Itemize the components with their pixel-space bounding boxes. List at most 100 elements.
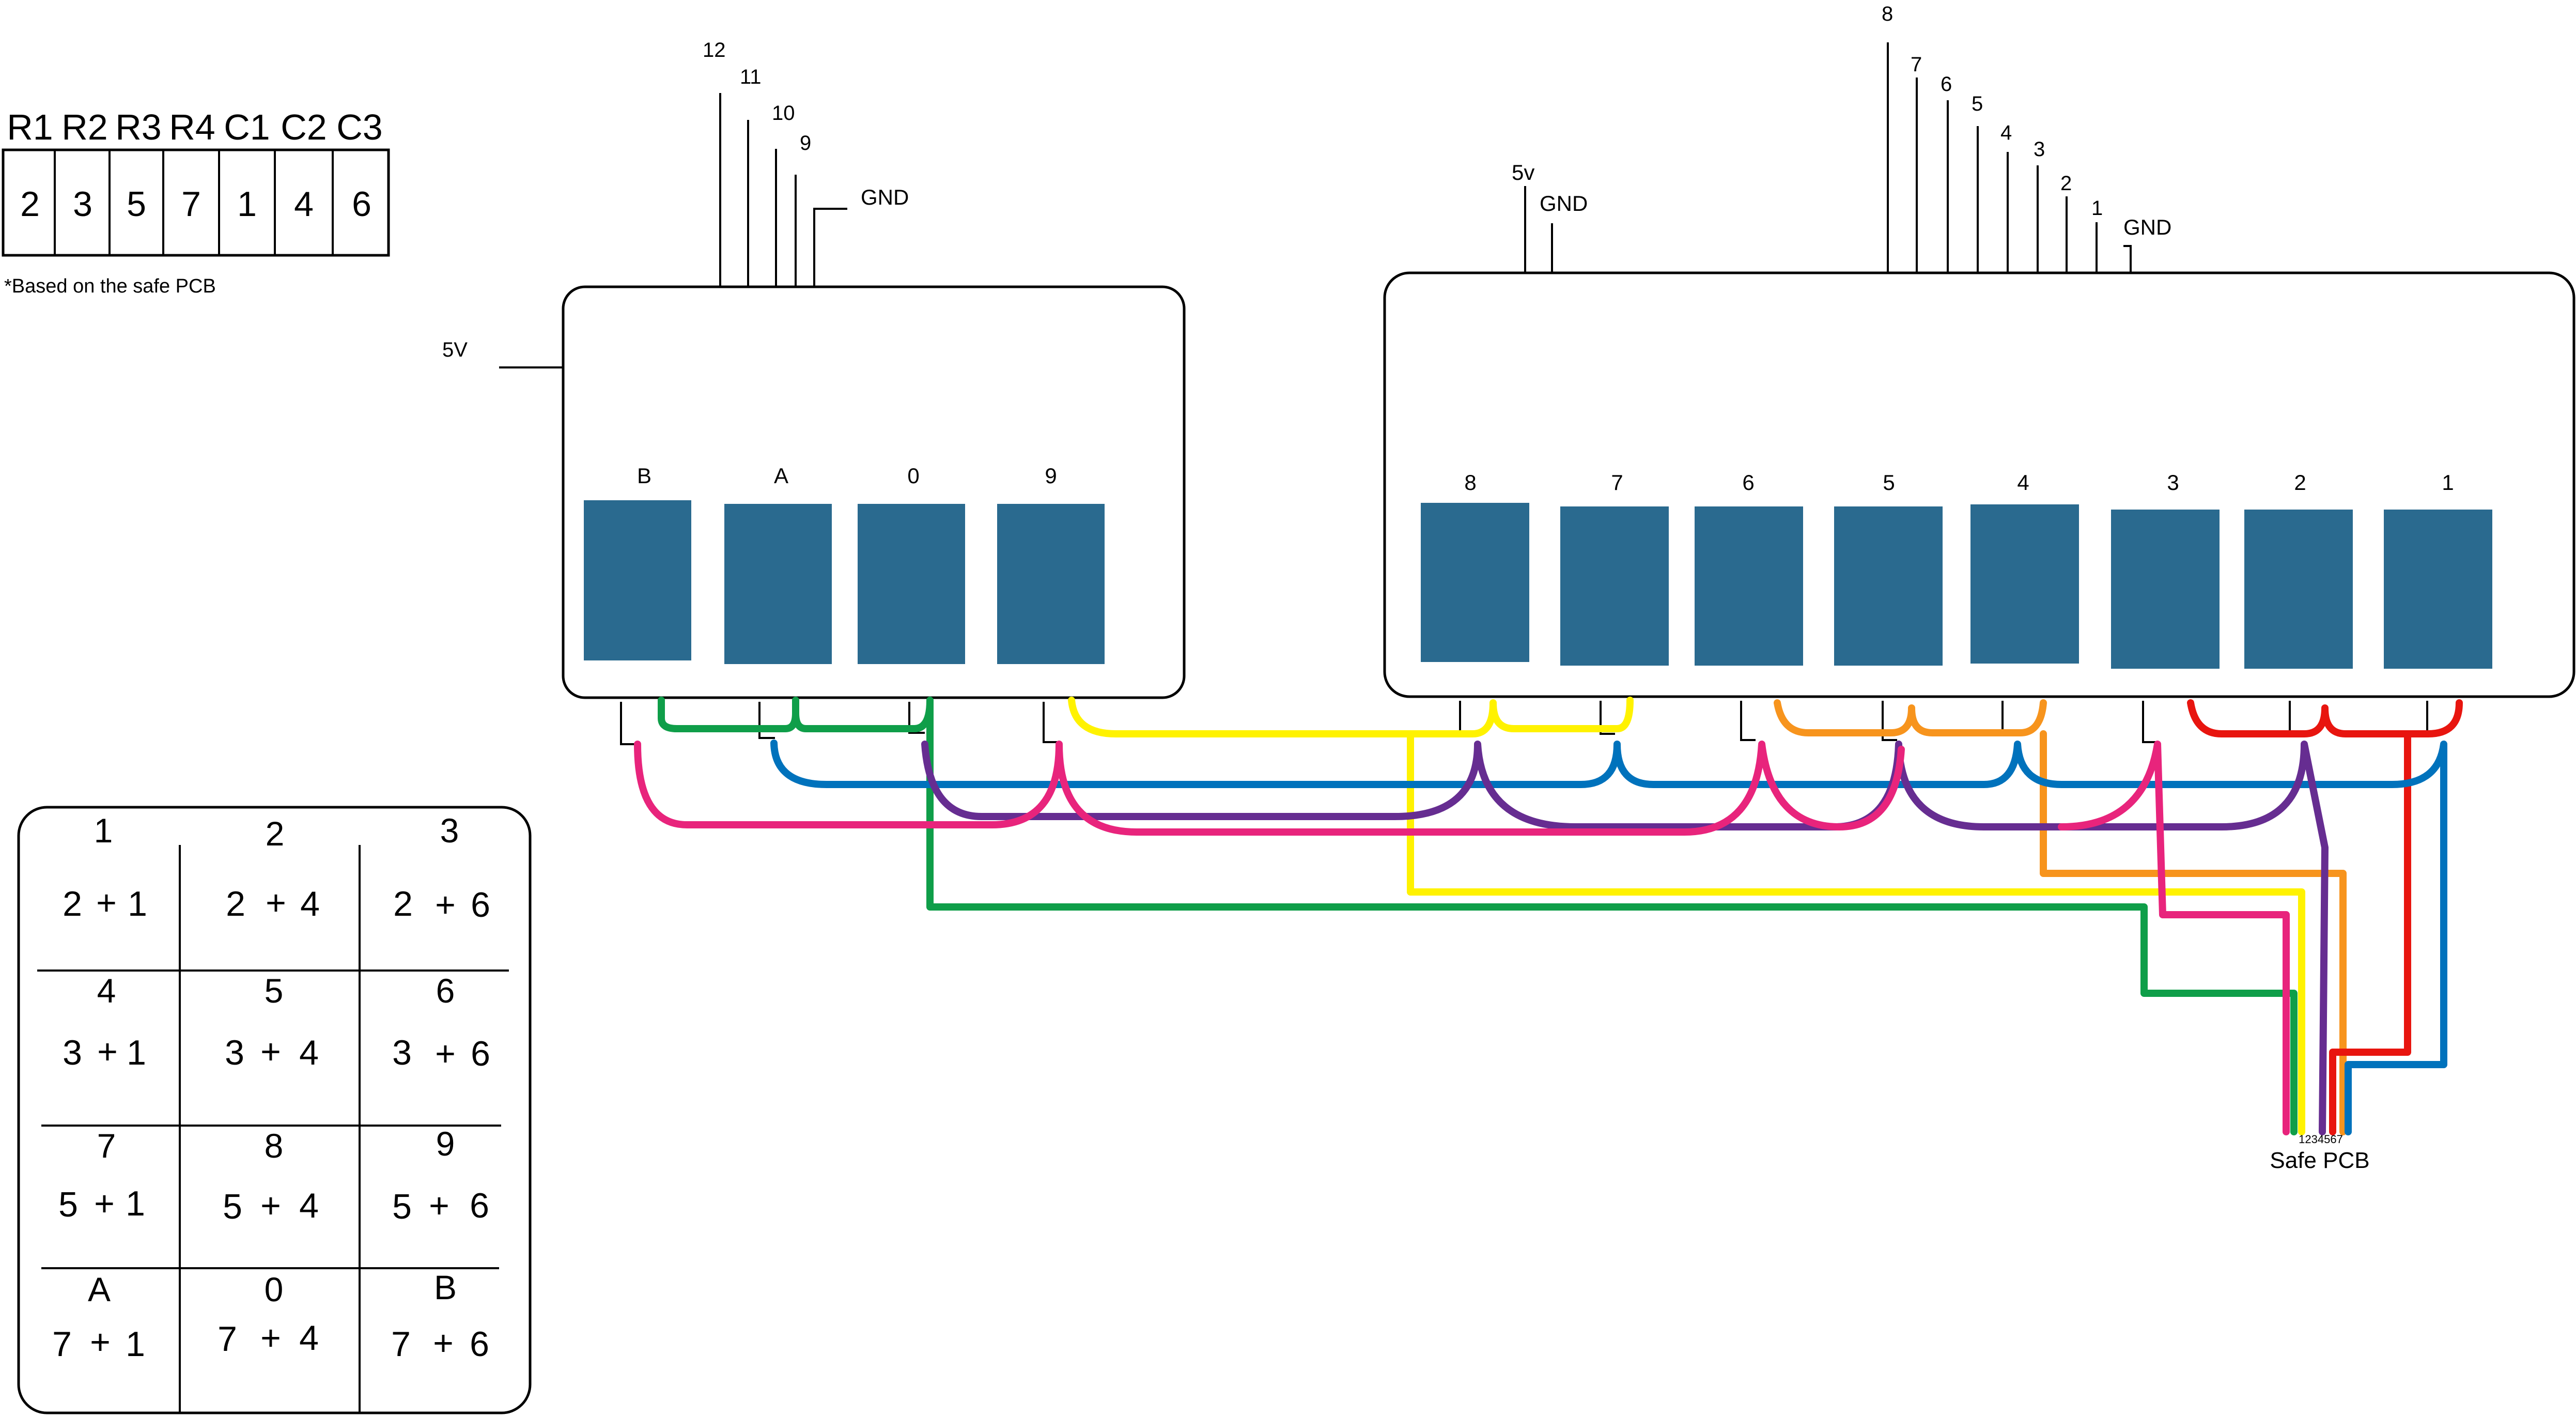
wire-red [2187,699,2463,1135]
keypad-key-label: 1 [94,811,113,850]
left-pin-10-label: 10 [772,102,795,125]
legend-header-c1: C1 [224,107,270,147]
keypad-col-pin: 4 [300,884,320,924]
right-button-2-label: 2 [2294,470,2306,495]
keypad-key-label: 4 [97,972,116,1010]
keypad-frame [17,806,532,1414]
right-button-2[interactable] [2244,510,2353,669]
keypad-plus: + [266,883,286,922]
wire-blue [770,740,2447,1135]
right-button-4[interactable] [1970,504,2079,664]
wire-orange [1774,699,2347,1135]
right-button-5[interactable] [1834,506,1943,666]
wire-pink [634,741,2290,1135]
right-pin-2-label: 2 [2060,172,2072,195]
legend-pin-r2: 3 [73,184,92,224]
keypad-row-pin: 2 [63,884,82,924]
wires [634,697,2463,1135]
right-button-1[interactable] [2384,510,2492,669]
legend-pin-c2: 4 [294,184,314,224]
keypad-key-label: 6 [436,972,455,1010]
keypad-plus: + [94,1184,115,1223]
legend-header-r4: R4 [169,107,215,147]
left-button-b[interactable] [584,500,691,660]
keypad-row-pin: 5 [392,1187,412,1226]
right-board: 5v GND 8 7 6 5 4 3 2 1 GND 8 7 6 5 4 3 2 [1383,3,2575,743]
right-button-1-label: 1 [2442,470,2454,495]
wire-yellow [1068,697,2305,1135]
keypad-cell-b: B 7 + 6 [391,1268,489,1364]
right-button-6-label: 6 [1742,470,1754,495]
keypad-cell-4: 4 3 + 1 [63,972,146,1072]
keypad-plus: + [433,1323,454,1363]
legend-pin-r4: 7 [181,184,201,224]
keypad-plus: + [96,883,117,922]
left-button-0-label: 0 [907,464,919,488]
keypad-row-pin: 3 [63,1033,82,1072]
legend-note: *Based on the safe PCB [4,275,216,297]
safe-pcb-label: Safe PCB [2270,1148,2369,1173]
keypad-key-label: A [88,1270,111,1309]
keypad-col-pin: 1 [128,884,147,924]
right-button-6[interactable] [1695,506,1803,666]
left-button-0[interactable] [858,504,965,664]
legend-pin-r3: 5 [127,184,146,224]
keypad-row-pin: 5 [58,1185,78,1224]
left-pin-9-label: 9 [800,132,811,155]
right-pin-4-label: 4 [2000,121,2012,144]
keypad-plus: + [97,1032,118,1071]
keypad-plus: + [435,885,456,925]
right-pin-6-label: 6 [1941,73,1952,96]
legend-pin-c1: 1 [237,184,257,224]
keypad-row-pin: 7 [391,1325,411,1364]
legend-pin-c3: 6 [352,184,371,224]
keypad-col-pin: 4 [299,1186,319,1225]
right-button-8[interactable] [1421,503,1529,662]
keypad-plus: + [435,1034,456,1073]
keypad-col-pin: 1 [127,1033,146,1072]
keypad-plus: + [260,1318,281,1358]
keypad-key-label: 8 [265,1127,284,1165]
keypad-plus: + [260,1032,281,1071]
left-button-9-label: 9 [1045,464,1057,488]
keypad-key-label: 7 [97,1127,116,1165]
keypad-key-label: 5 [265,972,284,1010]
right-board-outline [1383,271,2575,698]
keypad-row-pin: 7 [52,1325,72,1364]
right-gnd2-label: GND [2123,215,2171,239]
keypad-cell-1: 1 2 + 1 [63,811,147,924]
keypad-row-pin: 2 [393,884,413,924]
left-board: 5V 12 11 10 9 GND B A 0 9 [442,39,1186,745]
keypad-row-pin: 2 [226,884,245,924]
safe-pcb: 1234567 Safe PCB [2270,1133,2369,1173]
keypad-cell-5: 5 3 + 4 [225,972,319,1072]
legend-header-c3: C3 [336,107,382,147]
keypad-cell-6: 6 3 + 6 [392,972,490,1073]
keypad-row-pin: 7 [218,1319,237,1359]
keypad-cell-9: 9 5 + 6 [392,1125,489,1226]
legend-pin-r1: 2 [20,184,40,224]
keypad-cell-7: 7 5 + 1 [58,1127,145,1224]
left-gnd-label: GND [861,185,909,209]
wire-green [658,697,2298,1135]
keypad-cell-a: A 7 + 1 [52,1270,145,1364]
left-button-9[interactable] [997,504,1105,664]
keypad-col-pin: 1 [126,1325,145,1364]
right-button-3[interactable] [2111,510,2220,669]
legend-table [2,148,390,257]
right-button-7[interactable] [1560,506,1669,666]
keypad-cell-8: 8 5 + 4 [223,1127,319,1226]
left-5v-label: 5V [442,338,468,361]
keypad-key-label: 0 [265,1270,284,1309]
keypad-cell-0: 0 7 + 4 [218,1270,319,1359]
keypad-key-label: 2 [266,814,285,853]
left-button-a[interactable] [724,504,832,664]
right-button-4-label: 4 [2017,470,2029,495]
keypad-plus: + [90,1322,111,1362]
right-gnd1-label: GND [1540,191,1588,216]
right-button-5-label: 5 [1883,470,1895,495]
keypad-key-label: B [434,1268,457,1306]
left-pin-12-label: 12 [703,39,726,61]
keypad-col-pin: 1 [126,1184,145,1223]
left-board-outline [562,285,1186,699]
